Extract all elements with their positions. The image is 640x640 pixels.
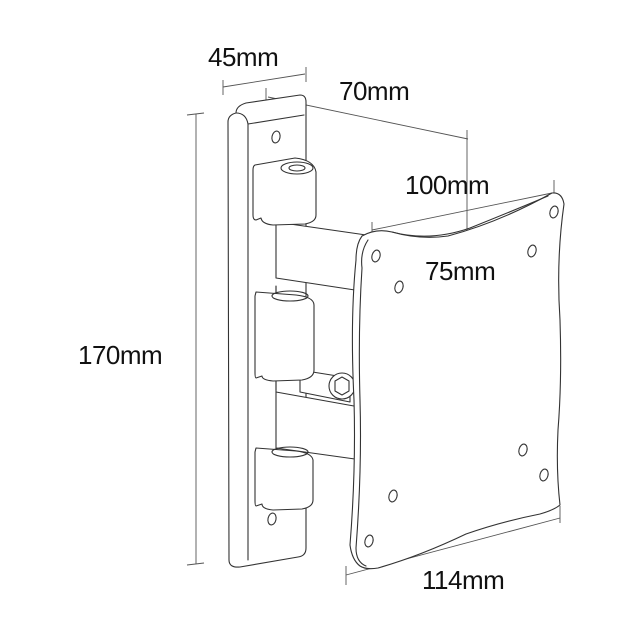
vesa-hole [549, 205, 559, 219]
pivot-bolt [328, 372, 356, 400]
vesa-100-dimension-label: 100mm [405, 170, 490, 200]
vesa-plate [349, 192, 565, 570]
depth-dimension-label: 45mm [208, 42, 279, 72]
height-dimension-label: 170mm [78, 340, 163, 370]
vesa-75-dimension-label: 75mm [425, 256, 496, 286]
vesa-hole [527, 244, 537, 258]
arm-extension-dimension-label: 70mm [339, 76, 410, 106]
plate-width-dimension-label: 114mm [422, 565, 505, 595]
vesa-hole [388, 489, 398, 503]
hinge-knuckles [252, 157, 317, 511]
vesa-hole [518, 443, 528, 457]
vesa-hole [364, 534, 374, 548]
vesa-hole [371, 249, 381, 263]
vesa-hole [394, 280, 404, 294]
vesa-hole [539, 468, 549, 482]
